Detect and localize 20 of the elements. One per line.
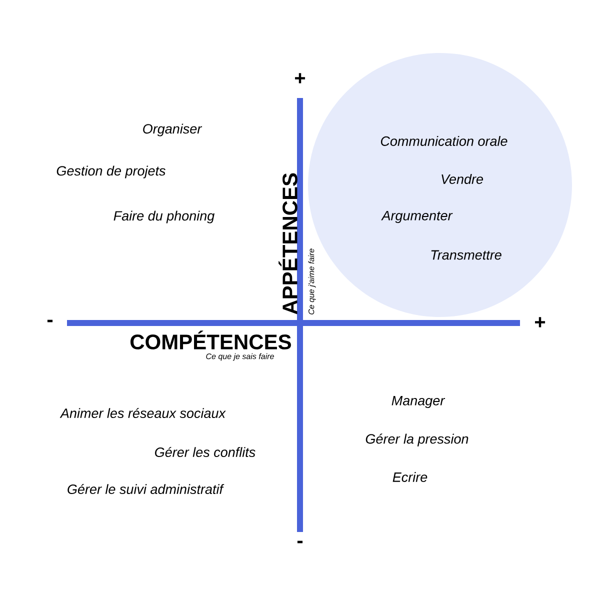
axis-title: COMPÉTENCES [130,330,291,350]
skill-label: Manager [392,396,446,408]
skill-label: Gérer les conflits [155,446,256,458]
skill-label: Faire du phoning [114,210,214,224]
skill-label: Ecrire [392,472,428,482]
skill-label: Transmettre [431,250,502,260]
axis-subtitle: Ce que je sais faire [206,353,274,361]
skill-label: Gérer le suivi administratif [68,484,224,494]
skill-label: Communication orale [380,136,508,146]
skill-label: Gérer la pression [366,434,468,446]
skill-label: Gestion de projets [56,166,166,178]
skill-label: Organiser [143,124,202,136]
skill-label: Animer les réseaux sociaux [60,408,226,418]
skill-label: Vendre [442,174,484,184]
highlight-circle [308,53,572,317]
plus-sign: + [535,317,546,328]
skill-label: Argumenter [381,210,453,224]
axis-subtitle: Ce que j'aime faire [308,248,316,314]
minus-sign: - [47,320,53,322]
minus-sign: - [297,540,303,544]
